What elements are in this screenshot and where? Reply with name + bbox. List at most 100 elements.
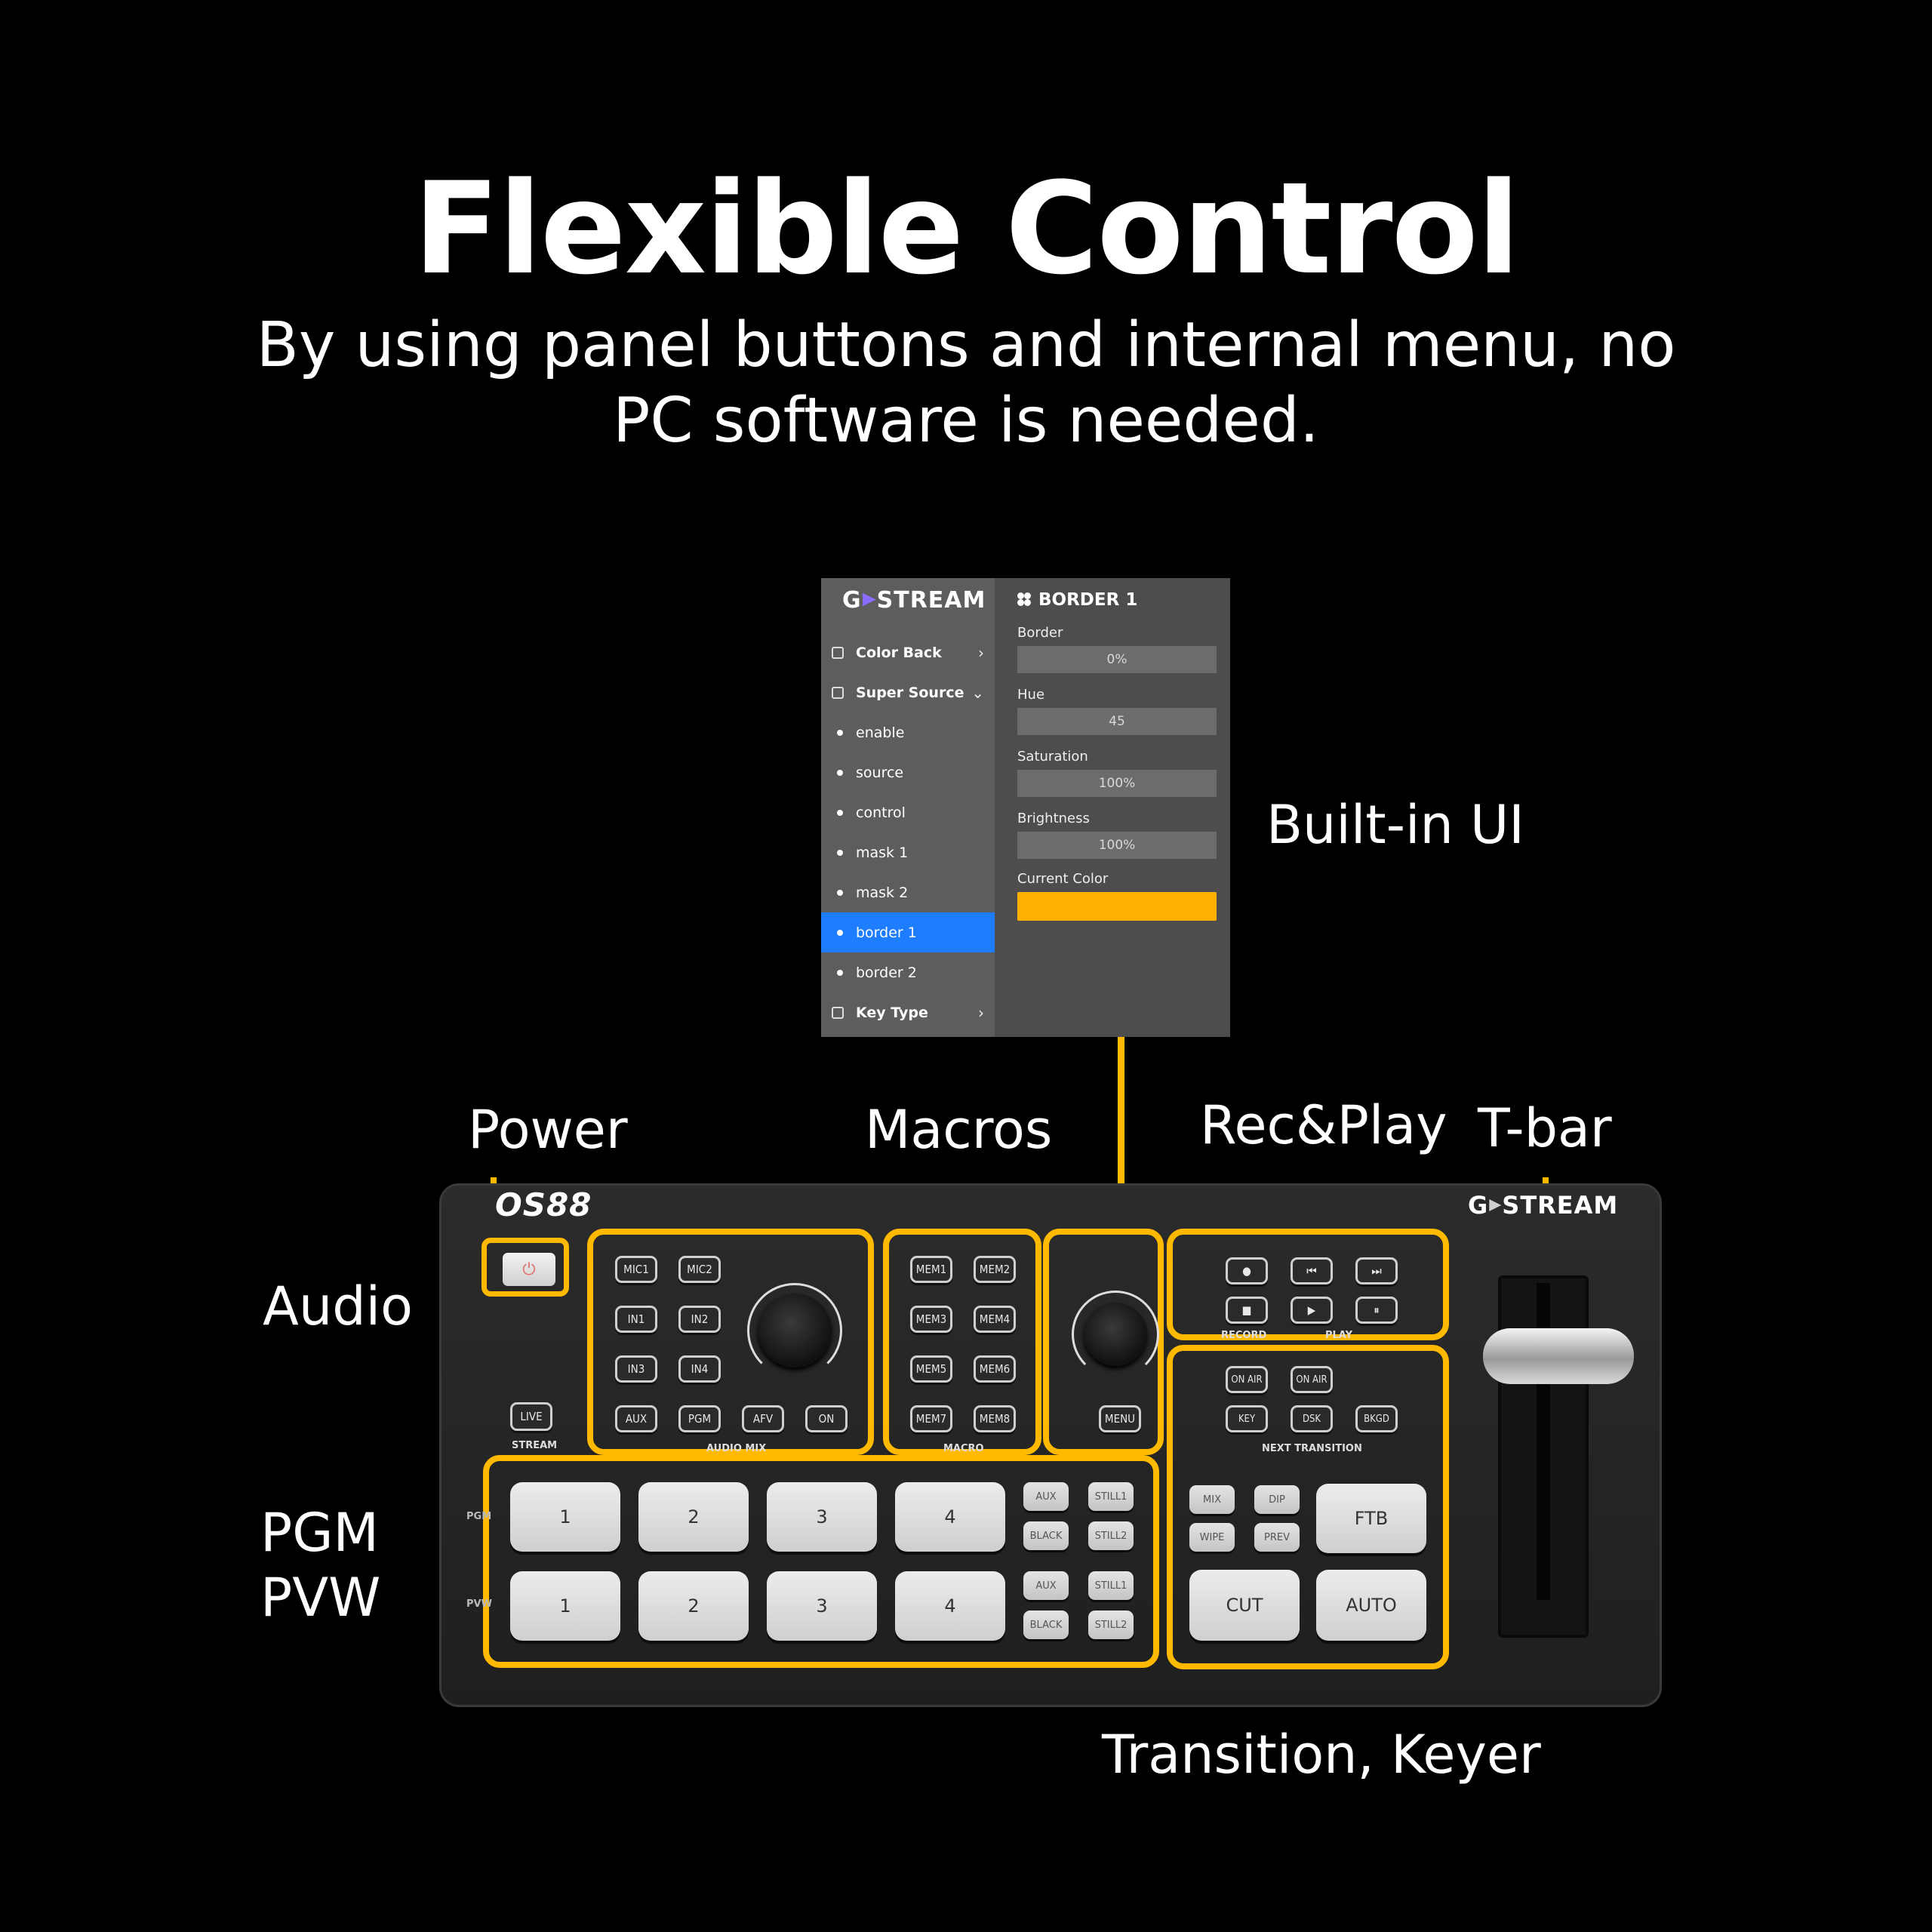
pgm-source-key[interactable]: 3 — [767, 1482, 877, 1552]
pvw-small-key[interactable]: STILL2 — [1088, 1611, 1134, 1639]
audio-button[interactable]: AFV — [742, 1405, 784, 1432]
pvw-source-key[interactable]: 1 — [510, 1571, 620, 1641]
bullet-icon — [837, 729, 843, 736]
audio-button[interactable]: MIC1 — [615, 1256, 657, 1283]
pgm-source-key[interactable]: 2 — [638, 1482, 749, 1552]
macro-button[interactable]: MEM8 — [974, 1405, 1016, 1432]
cut-button[interactable]: CUT — [1189, 1570, 1300, 1641]
transition-key[interactable]: DIP — [1254, 1485, 1300, 1514]
grid-icon — [1017, 592, 1031, 606]
ui-menu-item-label: Key Type — [856, 1004, 928, 1021]
record-icon: ● — [1242, 1264, 1251, 1278]
ui-menu-item[interactable]: mask 2 — [821, 872, 995, 912]
bullet-icon — [837, 889, 843, 896]
pgm-small-key[interactable]: STILL2 — [1088, 1521, 1134, 1550]
ui-menu-item[interactable]: Key Type› — [821, 992, 995, 1032]
keyer-button[interactable]: ON AIR — [1226, 1366, 1268, 1393]
transition-key[interactable]: MIX — [1189, 1485, 1235, 1514]
label-pvw: PVW — [260, 1567, 381, 1629]
menu-button[interactable]: MENU — [1099, 1405, 1141, 1432]
keyer-button[interactable]: ON AIR — [1291, 1366, 1333, 1393]
audio-button[interactable]: IN3 — [615, 1355, 657, 1383]
play-button[interactable]: ▶ — [1291, 1297, 1333, 1324]
next-button[interactable]: ⏭ — [1355, 1257, 1398, 1284]
layers-icon — [832, 686, 844, 699]
macro-button[interactable]: MEM5 — [910, 1355, 952, 1383]
ui-field-value[interactable]: 100% — [1017, 770, 1217, 797]
device-brand-left: OS88 — [495, 1186, 592, 1223]
ftb-button[interactable]: FTB — [1316, 1484, 1426, 1553]
pvw-small-key[interactable]: BLACK — [1023, 1611, 1069, 1639]
ui-menu-item[interactable]: border 1 — [821, 912, 995, 952]
current-color-swatch[interactable] — [1017, 892, 1217, 921]
ui-menu-item[interactable]: control — [821, 792, 995, 832]
ui-menu-item-label: control — [856, 804, 906, 821]
ui-menu-item[interactable]: source — [821, 752, 995, 792]
pgm-source-key[interactable]: 4 — [895, 1482, 1005, 1552]
auto-button[interactable]: AUTO — [1316, 1570, 1426, 1641]
keyer-button[interactable]: BKGD — [1355, 1405, 1398, 1432]
ui-menu-item-label: mask 1 — [856, 844, 909, 861]
pvw-small-key[interactable]: STILL1 — [1088, 1571, 1134, 1600]
audio-button[interactable]: IN1 — [615, 1306, 657, 1333]
macros-highlight — [883, 1229, 1041, 1455]
ui-field-value[interactable]: 0% — [1017, 646, 1217, 673]
macro-button[interactable]: MEM6 — [974, 1355, 1016, 1383]
pause-icon: ⏸ — [1374, 1303, 1380, 1317]
power-highlight — [481, 1238, 569, 1297]
macro-button[interactable]: MEM3 — [910, 1306, 952, 1333]
stop-icon: ■ — [1241, 1303, 1252, 1317]
transition-key[interactable]: PREV — [1254, 1523, 1300, 1552]
audio-button[interactable]: AUX — [615, 1405, 657, 1432]
pgm-small-key[interactable]: STILL1 — [1088, 1482, 1134, 1511]
pvw-source-key[interactable]: 4 — [895, 1571, 1005, 1641]
ui-menu-item-label: Color Back — [856, 644, 942, 661]
stop-button[interactable]: ■ — [1226, 1297, 1268, 1324]
keyer-button[interactable]: DSK — [1291, 1405, 1333, 1432]
power-button[interactable]: ⏻ — [503, 1253, 555, 1286]
ui-menu-item[interactable]: border 2 — [821, 952, 995, 992]
power-icon: ⏻ — [522, 1260, 536, 1279]
audio-button[interactable]: IN2 — [678, 1306, 721, 1333]
ui-menu-item[interactable]: enable — [821, 712, 995, 752]
pgm-source-key[interactable]: 1 — [510, 1482, 620, 1552]
pgm-small-key[interactable]: BLACK — [1023, 1521, 1069, 1550]
tbar-handle[interactable] — [1483, 1328, 1634, 1384]
audio-button[interactable]: MIC2 — [678, 1256, 721, 1283]
live-button[interactable]: LIVE — [510, 1402, 552, 1431]
connector-ui — [1118, 1037, 1124, 1227]
chevron-down-icon: ⌄ — [971, 683, 984, 702]
ui-menu-item[interactable]: mask 1 — [821, 832, 995, 872]
transition-key[interactable]: WIPE — [1189, 1523, 1235, 1552]
skip-back-icon: ⏮ — [1306, 1264, 1317, 1278]
pvw-small-key[interactable]: AUX — [1023, 1571, 1069, 1600]
ui-menu-item[interactable]: Color Back› — [821, 632, 995, 672]
audio-button[interactable]: ON — [805, 1405, 848, 1432]
audio-mix-label: AUDIO MIX — [706, 1443, 767, 1454]
pvw-source-key[interactable]: 3 — [767, 1571, 877, 1641]
bullet-icon — [837, 929, 843, 936]
ui-field-value[interactable]: 100% — [1017, 832, 1217, 859]
macro-button[interactable]: MEM1 — [910, 1256, 952, 1283]
label-macros: Macros — [865, 1099, 1053, 1161]
previous-button[interactable]: ⏮ — [1291, 1257, 1333, 1284]
macro-button[interactable]: MEM7 — [910, 1405, 952, 1432]
audio-knob[interactable] — [758, 1294, 832, 1367]
macro-button[interactable]: MEM4 — [974, 1306, 1016, 1333]
record-button[interactable]: ● — [1226, 1257, 1268, 1284]
ui-field-label: Hue — [1017, 687, 1045, 703]
audio-button[interactable]: PGM — [678, 1405, 721, 1432]
macro-button[interactable]: MEM2 — [974, 1256, 1016, 1283]
audio-button[interactable]: IN4 — [678, 1355, 721, 1383]
keyer-button[interactable]: KEY — [1226, 1405, 1268, 1432]
ui-settings-header: BORDER 1 — [1017, 590, 1137, 610]
bullet-icon — [837, 809, 843, 816]
ui-menu-item[interactable]: Super Source⌄ — [821, 672, 995, 712]
ui-field-value[interactable]: 45 — [1017, 708, 1217, 735]
pause-button[interactable]: ⏸ — [1355, 1297, 1398, 1324]
pgm-small-key[interactable]: AUX — [1023, 1482, 1069, 1511]
menu-knob[interactable] — [1084, 1303, 1147, 1366]
pvw-source-key[interactable]: 2 — [638, 1571, 749, 1641]
